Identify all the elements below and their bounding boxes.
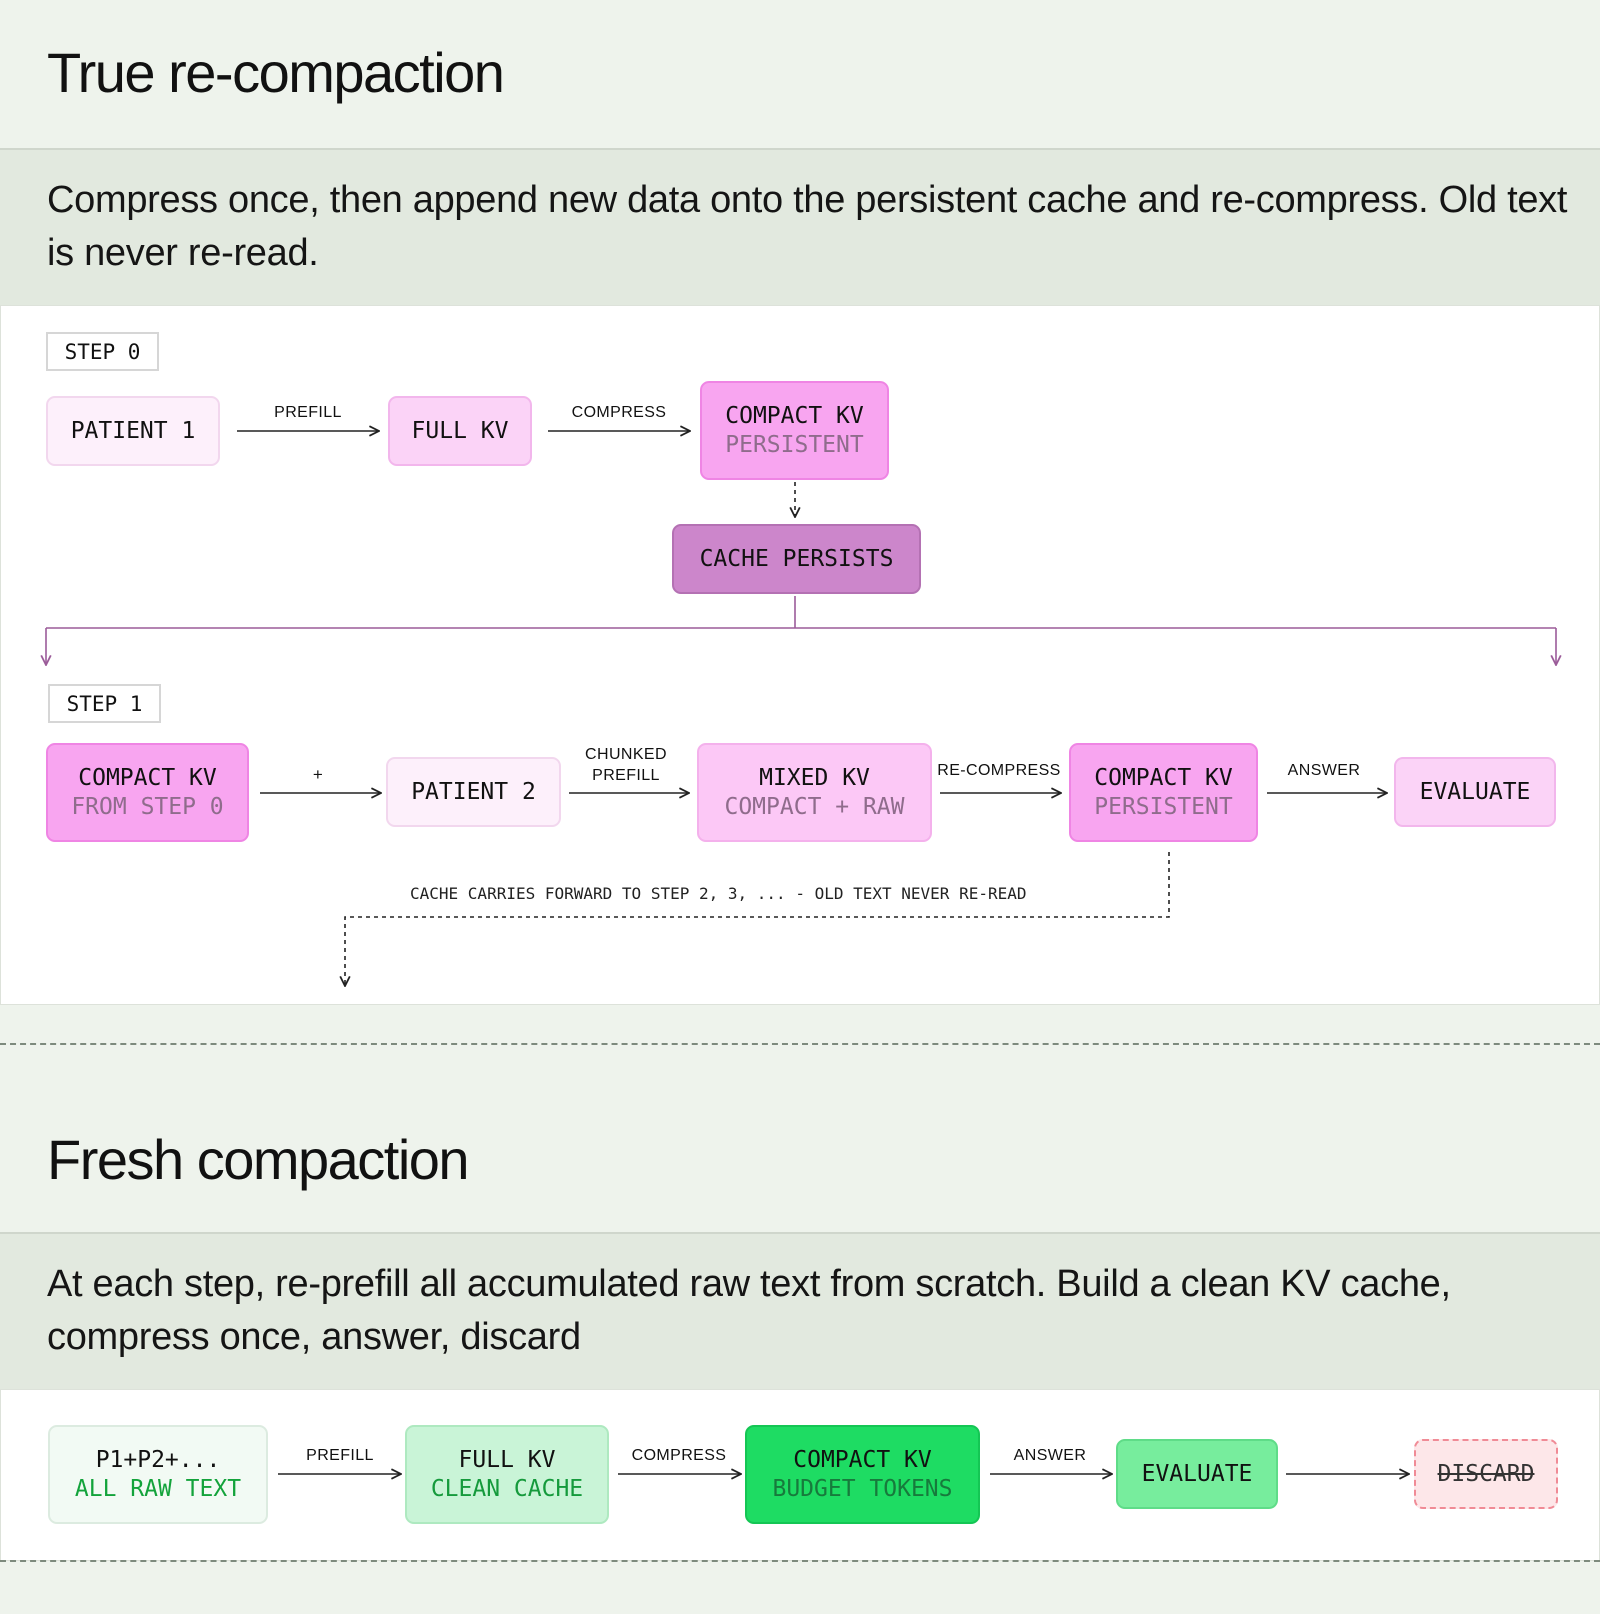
answer-edge-label: ANSWER xyxy=(1287,762,1361,779)
bottom-description-band: At each step, re-prefill all accumulated… xyxy=(0,1232,1600,1389)
step-0-label: STEP 0 xyxy=(46,332,159,371)
plus-edge-label: + xyxy=(312,765,324,784)
fresh-prefill-edge-label: PREFILL xyxy=(306,1447,374,1464)
cache-persists-node: CACHE PERSISTS xyxy=(672,524,921,594)
top-section-description: Compress once, then append new data onto… xyxy=(47,179,1568,274)
step-1-label: STEP 1 xyxy=(48,684,161,723)
chunked-label: CHUNKED xyxy=(585,746,667,763)
full-kv-clean-cache-node: FULL KV CLEAN CACHE xyxy=(405,1425,609,1524)
compact-kv-budget-tokens-node: COMPACT KV BUDGET TOKENS xyxy=(745,1425,980,1524)
section-separator xyxy=(0,1043,1600,1045)
fresh-compress-edge-label: COMPRESS xyxy=(631,1447,727,1464)
all-raw-text-node: P1+P2+... ALL RAW TEXT xyxy=(48,1425,268,1524)
mixed-kv-node: MIXED KV COMPACT + RAW xyxy=(697,743,932,842)
compact-kv-persistent-step1-node: COMPACT KV PERSISTENT xyxy=(1069,743,1258,842)
recompress-edge-label: RE-COMPRESS xyxy=(937,762,1061,779)
chunked-prefill-edge-label: CHUNKED PREFILL xyxy=(568,744,684,786)
carry-forward-note: CACHE CARRIES FORWARD TO STEP 2, 3, ... … xyxy=(410,884,1027,903)
prefill-edge-label: PREFILL xyxy=(274,404,342,421)
patient-2-node: PATIENT 2 xyxy=(386,757,561,827)
compact-kv-from-step-0-node: COMPACT KV FROM STEP 0 xyxy=(46,743,249,842)
bottom-separator xyxy=(0,1560,1600,1562)
top-title-band: True re-compaction xyxy=(0,0,1600,148)
top-description-band: Compress once, then append new data onto… xyxy=(0,148,1600,305)
bottom-section-description: At each step, re-prefill all accumulated… xyxy=(47,1263,1451,1358)
discard-node: DISCARD xyxy=(1414,1439,1558,1509)
bottom-title-band: Fresh compaction xyxy=(0,1083,1600,1232)
compress-edge-label: COMPRESS xyxy=(571,404,667,421)
evaluate-node: EVALUATE xyxy=(1394,757,1556,827)
fresh-evaluate-node: EVALUATE xyxy=(1116,1439,1278,1509)
fresh-answer-edge-label: ANSWER xyxy=(1013,1447,1087,1464)
prefill-label: PREFILL xyxy=(592,767,660,784)
compact-kv-persistent-node: COMPACT KV PERSISTENT xyxy=(700,381,889,480)
patient-1-node: PATIENT 1 xyxy=(46,396,220,466)
full-kv-node: FULL KV xyxy=(388,396,532,466)
bottom-section-title: Fresh compaction xyxy=(47,1128,470,1191)
top-section-title: True re-compaction xyxy=(47,41,505,104)
